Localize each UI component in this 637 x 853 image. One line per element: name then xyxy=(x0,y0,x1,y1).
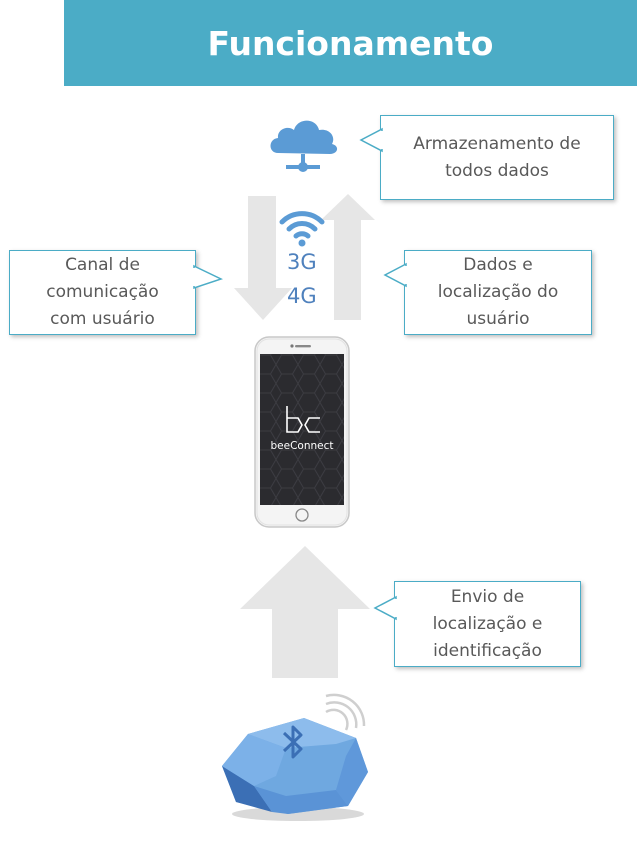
callout-channel: Canal de comunicação com usuário xyxy=(9,250,223,335)
callout-storage: Armazenamento de todos dados xyxy=(359,115,614,200)
beacon-signal-icon xyxy=(325,693,366,731)
down-arrow xyxy=(234,196,292,320)
bluetooth-icon xyxy=(282,725,303,759)
page-title: Funcionamento xyxy=(207,23,494,63)
beacon-device xyxy=(222,718,368,821)
up-arrow xyxy=(321,194,375,320)
callout-sending: Envio de localização e identificação xyxy=(373,581,581,667)
cloud-server-icon xyxy=(270,120,338,172)
network-3g-label: 3G xyxy=(287,250,317,274)
network-4g-label: 4G xyxy=(287,284,317,308)
callout-channel-text: Canal de comunicação com usuário xyxy=(46,255,159,329)
callout-user-data: Dados e localização do usuário xyxy=(383,250,592,335)
app-name-label: beeConnect xyxy=(270,440,334,452)
callout-user-data-text: Dados e localização do usuário xyxy=(437,255,559,329)
smartphone xyxy=(254,336,350,528)
wifi-icon xyxy=(279,211,325,247)
callout-storage-text: Armazenamento de todos dados xyxy=(413,133,581,181)
title-banner: Funcionamento xyxy=(64,0,637,86)
callout-sending-text: Envio de localização e identificação xyxy=(432,586,543,661)
beacon-to-phone-arrow xyxy=(240,546,370,678)
